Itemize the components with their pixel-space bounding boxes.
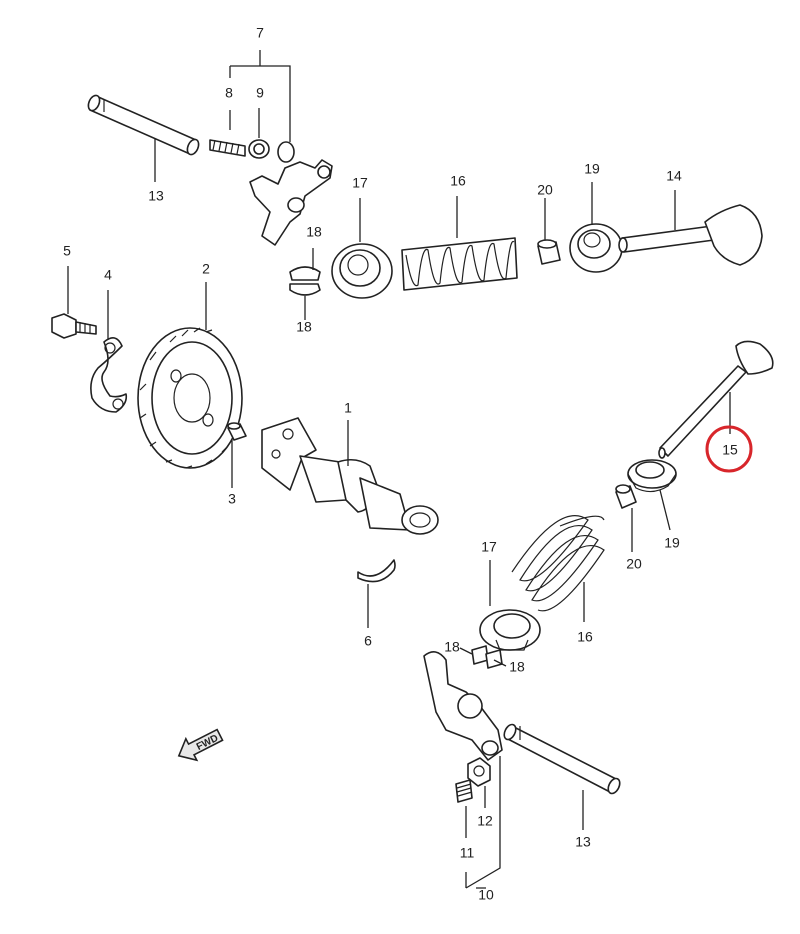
label-13-lower: 13	[575, 834, 591, 850]
label-20-upper: 20	[537, 182, 553, 198]
label-18-d: 18	[509, 659, 525, 675]
rocker-shaft-upper	[87, 94, 200, 156]
intake-valve	[618, 204, 763, 266]
lock-nut-upper	[248, 139, 270, 159]
fwd-label: FWD	[195, 733, 220, 753]
label-15: 15	[722, 442, 738, 458]
spring-retainer-lower	[479, 609, 541, 651]
valve-spring-upper	[401, 237, 518, 291]
label-19-upper: 19	[584, 161, 600, 177]
lock-plate	[90, 337, 128, 413]
label-8: 8	[225, 85, 233, 101]
label-4: 4	[104, 267, 112, 283]
label-7: 7	[256, 25, 264, 41]
label-20-lower: 20	[626, 556, 642, 572]
label-1: 1	[344, 400, 352, 416]
valve-stem-seal-upper	[537, 239, 561, 265]
valve-keepers-lower	[471, 645, 503, 669]
spring-seat-lower	[627, 459, 677, 493]
label-18-c: 18	[444, 639, 460, 655]
camshaft	[261, 417, 439, 535]
highlight-circle-part-15	[705, 425, 753, 473]
bolt	[51, 313, 97, 339]
valve-spring-lower	[511, 515, 605, 612]
spring-retainer-upper	[331, 243, 393, 299]
spring-seat-upper	[569, 223, 623, 273]
label-12: 12	[477, 813, 493, 829]
label-16-lower: 16	[577, 629, 593, 645]
label-2: 2	[202, 261, 210, 277]
label-17-upper: 17	[352, 175, 368, 191]
label-18-a: 18	[306, 224, 322, 240]
label-3: 3	[228, 491, 236, 507]
exhaust-valve	[658, 340, 774, 459]
adjuster-screw-upper	[209, 139, 246, 157]
label-10: 10	[478, 887, 494, 903]
cam-sprocket	[137, 327, 243, 469]
label-19-lower: 19	[664, 535, 680, 551]
rocker-arm-upper	[249, 141, 333, 246]
valve-stem-seal-lower	[615, 484, 637, 509]
label-13-upper: 13	[148, 188, 164, 204]
label-9: 9	[256, 85, 264, 101]
label-11: 11	[460, 845, 475, 861]
dowel-pin	[227, 422, 247, 441]
adjuster-screw-lower	[455, 779, 473, 803]
lock-nut-lower	[467, 757, 491, 787]
circlip	[357, 559, 396, 583]
valve-keepers-upper	[289, 266, 321, 296]
part-labels: 7 8 9 13 17 16 20 19 14 18 18 5 4 2 1 3 …	[63, 25, 738, 903]
label-5: 5	[63, 243, 71, 259]
label-6: 6	[364, 633, 372, 649]
forward-direction-arrow: FWD	[177, 728, 224, 762]
label-17-lower: 17	[481, 539, 497, 555]
rocker-shaft-lower	[503, 723, 621, 795]
label-18-b: 18	[296, 319, 312, 335]
label-16-upper: 16	[450, 173, 466, 189]
rocker-arm-lower	[423, 651, 503, 761]
label-14: 14	[666, 168, 682, 184]
